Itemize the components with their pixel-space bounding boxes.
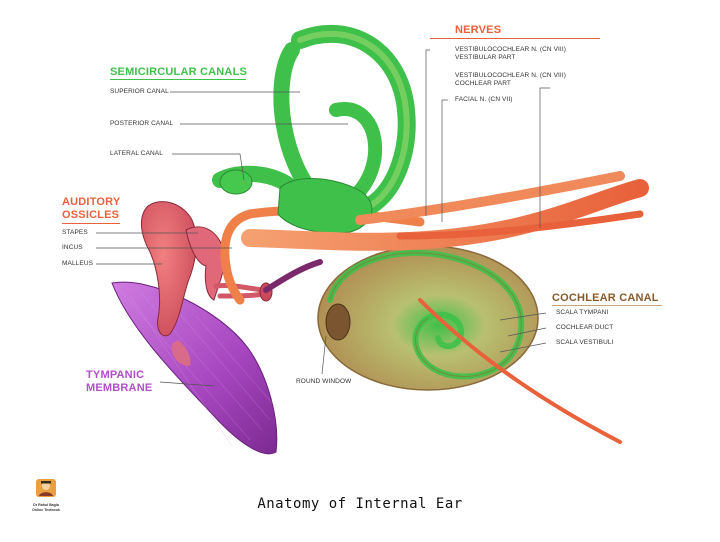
heading-semicircular-canals: SEMICIRCULAR CANALS [110, 66, 248, 78]
label-scala-tympani: SCALA TYMPANI [556, 309, 609, 316]
ossicles [141, 201, 273, 366]
heading-tympanic-membrane-line1: TYMPANIC [86, 369, 145, 381]
stapedius-tendon [263, 259, 323, 293]
label-facial-nerve: FACIAL N. (CN VII) [455, 96, 513, 103]
label-vestibulocochlear-cochlear-line1: VESTIBULOCOCHLEAR N. (CN VIII) [455, 72, 566, 79]
cochlea [317, 245, 539, 391]
label-lateral-canal: LATERAL CANAL [110, 150, 163, 157]
label-vestibulocochlear-cochlear-line2: COCHLEAR PART [455, 80, 511, 87]
semicircular-canals [212, 24, 416, 234]
nerve-bundle [241, 171, 649, 444]
label-posterior-canal: POSTERIOR CANAL [110, 120, 174, 127]
underline-ossicles [62, 223, 120, 224]
incus [185, 226, 225, 301]
diagram-title: Anatomy of Internal Ear [257, 496, 463, 512]
label-cochlear-duct: COCHLEAR DUCT [556, 324, 614, 331]
logo-line1: Dr Rahul Bagla [33, 503, 59, 507]
label-vestibulocochlear-vestibular-line2: VESTIBULAR PART [455, 54, 516, 61]
malleus [141, 201, 197, 337]
heading-nerves: NERVES [455, 24, 502, 36]
heading-auditory-ossicles-line1: AUDITORY [62, 196, 121, 208]
label-malleus: MALLEUS [62, 260, 94, 267]
underline-semicircular [110, 79, 246, 80]
leader-lines [96, 49, 550, 387]
label-round-window: ROUND WINDOW [296, 378, 352, 385]
heading-cochlear-canal: COCHLEAR CANAL [552, 292, 659, 304]
round-window [325, 303, 351, 341]
label-stapes: STAPES [62, 229, 88, 236]
underline-nerves [430, 38, 600, 39]
label-scala-vestibuli: SCALA VESTIBULI [556, 339, 614, 346]
label-superior-canal: SUPERIOR CANAL [110, 88, 169, 95]
heading-tympanic-membrane-line2: MEMBRANE [86, 382, 153, 394]
author-portrait-icon [36, 479, 56, 497]
author-logo: Dr Rahul Bagla Online Textbook [26, 478, 66, 512]
underline-cochlear [552, 305, 662, 306]
label-vestibulocochlear-vestibular-line1: VESTIBULOCOCHLEAR N. (CN VIII) [455, 46, 566, 53]
label-incus: INCUS [62, 244, 83, 251]
logo-line2: Online Textbook [32, 507, 60, 512]
tympanic-membrane [111, 281, 278, 455]
heading-auditory-ossicles-line2: OSSICLES [62, 209, 120, 221]
